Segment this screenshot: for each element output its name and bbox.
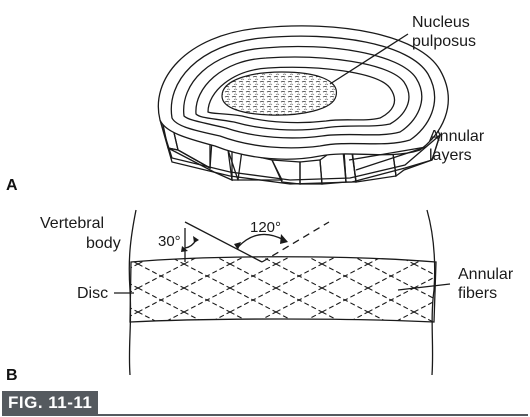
angle-30-label: 30° [158, 233, 181, 250]
disc-label: Disc [77, 285, 108, 302]
annular-fibers-label-line1: Annular [458, 266, 514, 283]
annular-fibers-label-line2: fibers [458, 285, 497, 302]
nucleus-pulposus-label-line2: pulposus [412, 33, 476, 50]
disc-fiber-diagram [114, 209, 451, 376]
annular-layers-label-line1: Annular [429, 128, 485, 145]
fiber-direction-dashed [261, 221, 330, 263]
nucleus-pulposus-label-line1: Nucleus [412, 14, 470, 31]
angle-120-label: 120° [250, 219, 281, 236]
figure-caption-badge: FIG. 11-11 [2, 391, 99, 415]
fiber-direction-line [184, 221, 263, 263]
annular-layers-label-line2: layers [429, 147, 472, 164]
annular-fibers-leader-line [397, 283, 451, 291]
angle-120-arc [237, 233, 285, 248]
annular-layers-leader-line-1 [348, 146, 427, 161]
panel-a-letter: A [6, 177, 18, 194]
nucleus-leader-line [329, 33, 409, 85]
vertebral-body-label-line2: body [86, 235, 121, 252]
caption-rule [2, 414, 528, 416]
annular-layers-leader-line-2 [355, 146, 427, 171]
disc-section-drawing [157, 25, 449, 185]
vertebral-body-label-line1: Vertebral [40, 215, 104, 232]
nucleus-pulposus-shape [221, 71, 337, 116]
disc-band [129, 256, 437, 323]
panel-b-letter: B [6, 367, 18, 384]
